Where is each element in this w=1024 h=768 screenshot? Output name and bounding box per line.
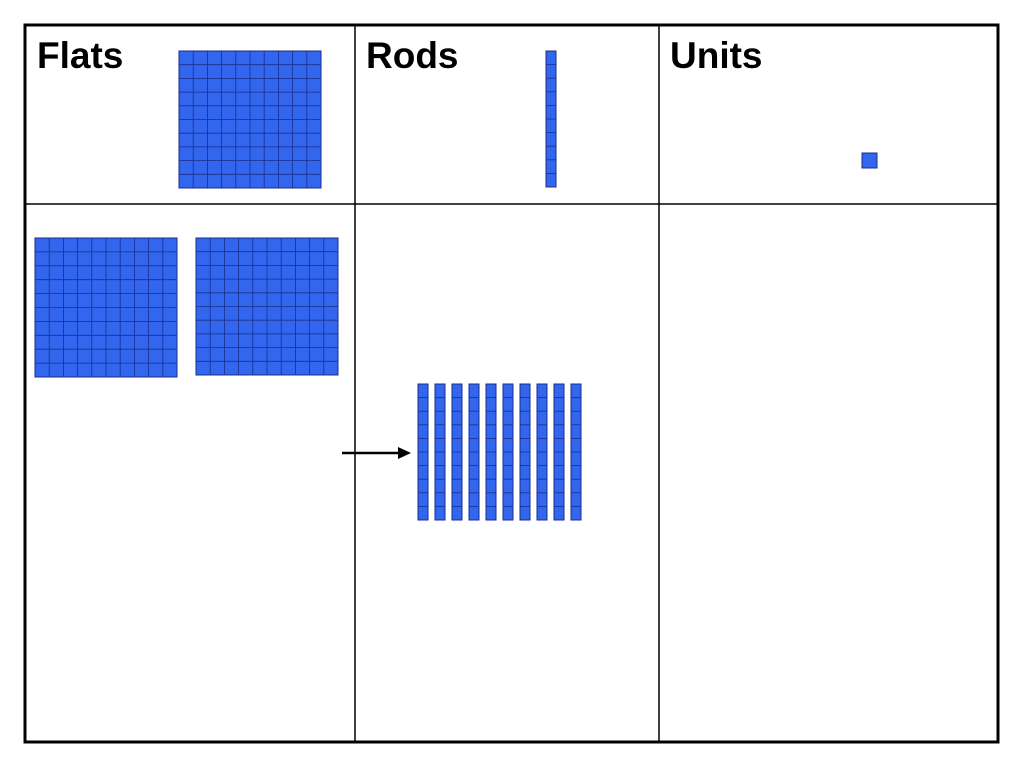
rod-block <box>545 50 557 188</box>
rod-block <box>451 383 463 521</box>
flats-count-group <box>34 237 339 378</box>
rod-block <box>434 383 446 521</box>
rod-block <box>417 383 429 521</box>
rod-block <box>570 383 582 521</box>
rod-block <box>502 383 514 521</box>
rod-block <box>485 383 497 521</box>
rods-count-group <box>417 383 582 521</box>
table-border <box>23 23 1000 744</box>
arrow-head <box>398 447 411 459</box>
flat-block <box>178 50 322 189</box>
regroup-arrow <box>342 447 411 459</box>
flat-sample-block <box>178 50 322 189</box>
rod-block <box>468 383 480 521</box>
flat-block <box>34 237 178 378</box>
flats-header: Flats <box>37 35 123 76</box>
units-header: Units <box>670 35 763 76</box>
unit-sample-block <box>861 152 878 169</box>
rods-header: Rods <box>366 35 459 76</box>
rod-block <box>519 383 531 521</box>
rod-block <box>536 383 548 521</box>
rod-block <box>553 383 565 521</box>
unit-block <box>861 152 878 169</box>
rod-sample-block <box>545 50 557 188</box>
flat-block <box>195 237 339 376</box>
